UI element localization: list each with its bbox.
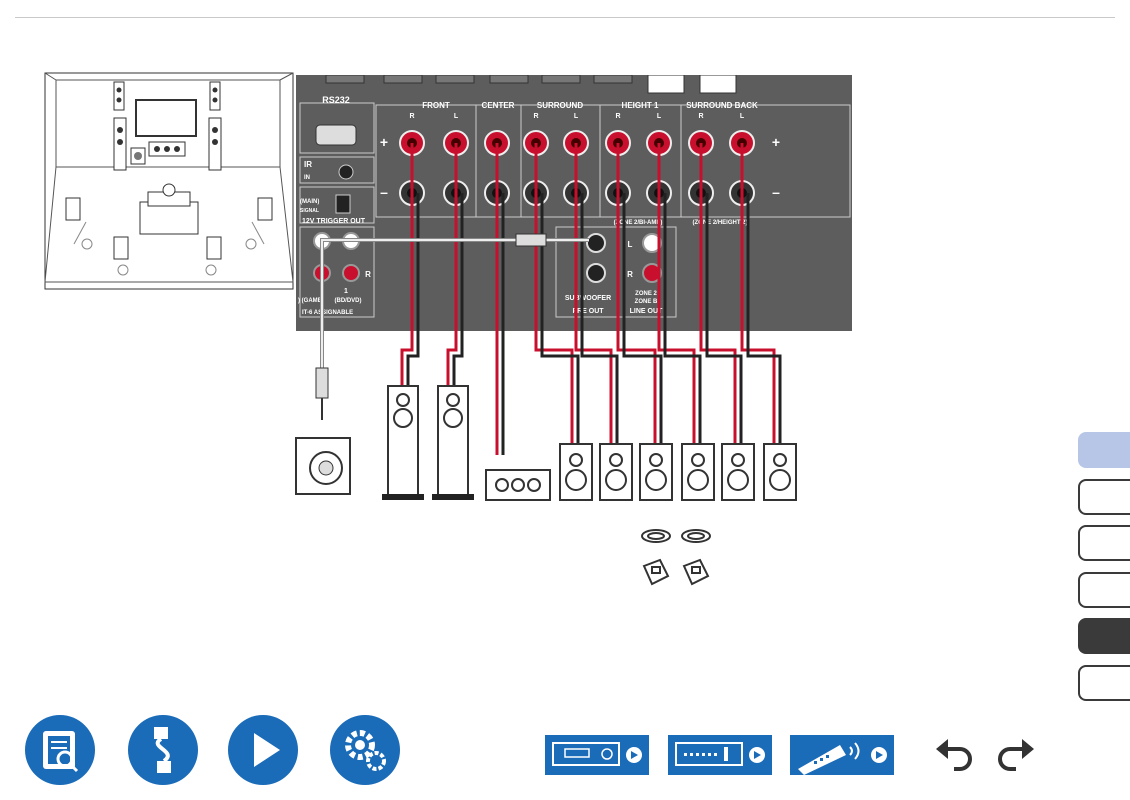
tab-6[interactable]: [1078, 665, 1130, 701]
ir-in-label: IN: [304, 175, 310, 181]
game-label: ) (GAME): [298, 298, 324, 304]
front-l-label: L: [454, 113, 459, 120]
ir-label: IR: [304, 160, 312, 169]
zone2-biamp-label: (ZONE 2/BI-AMP): [614, 220, 663, 226]
tab-5[interactable]: [1078, 618, 1130, 654]
jack-l-label: L: [628, 240, 633, 249]
surround-label: SURROUND: [537, 101, 583, 110]
pre-out-label: PRE OUT: [572, 308, 604, 315]
undo-arrow-icon: [936, 739, 972, 771]
manual-button[interactable]: [25, 715, 95, 785]
tab-1[interactable]: [1078, 432, 1130, 468]
zone2-height2-label: (ZONE 2/HEIGHT 2): [692, 220, 747, 226]
settings-button[interactable]: [330, 715, 400, 785]
sb-r-label: R: [698, 113, 703, 120]
redo-arrow-icon: [998, 739, 1034, 771]
line-out-label: LINE OUT: [630, 308, 663, 315]
surround-back-label: SURROUND BACK: [686, 101, 758, 110]
height1-r-label: R: [615, 113, 620, 120]
minus-left-label: –: [380, 184, 388, 200]
main-label: (MAIN): [300, 199, 319, 205]
zoneb-label: ZONE B: [635, 299, 658, 305]
room-layout-diagram: [44, 72, 294, 290]
center-label: CENTER: [482, 101, 515, 110]
plus-left-label: +: [380, 134, 388, 150]
connection-icon: [154, 727, 171, 773]
front-r-label: R: [409, 113, 414, 120]
front-panel-icon: [552, 742, 642, 766]
height1-label: HEIGHT 1: [622, 101, 659, 110]
rs232-label: RS232: [322, 95, 350, 105]
settings-icon: [345, 730, 386, 771]
tab-4[interactable]: [1078, 572, 1130, 608]
rear-panel-icon: [675, 742, 765, 766]
redo-button[interactable]: [994, 735, 1038, 775]
zone2-label: ZONE 2: [635, 291, 657, 297]
minus-right-label: –: [772, 184, 780, 200]
assignable-label: IT-6 ASSIGNABLE: [302, 310, 353, 316]
jack-r-label: R: [627, 270, 633, 279]
connection-button[interactable]: [128, 715, 198, 785]
undo-button[interactable]: [932, 735, 976, 775]
signal-label: SIGNAL: [300, 208, 319, 214]
tab-3[interactable]: [1078, 525, 1130, 561]
play-icon: [254, 733, 280, 767]
tab-2[interactable]: [1078, 479, 1130, 515]
plus-right-label: +: [772, 134, 780, 150]
sb-l-label: L: [740, 113, 745, 120]
receiver-back-panel: RS232 IR IN (MAIN) SIGNAL 12V TRIGGER OU…: [296, 75, 852, 331]
height1-l-label: L: [657, 113, 662, 120]
header-rule: [15, 17, 1115, 18]
surround-r-label: R: [533, 113, 538, 120]
input-r-label: R: [365, 270, 371, 279]
bd-num-label: 1: [344, 288, 348, 295]
subwoofer-label: SUBWOOFER: [565, 295, 611, 302]
remote-button[interactable]: [790, 735, 894, 775]
surround-l-label: L: [574, 113, 579, 120]
remote-icon: [798, 742, 887, 775]
front-panel-button[interactable]: [545, 735, 649, 775]
manual-icon: [43, 731, 79, 773]
bd-label: (BD/DVD): [335, 298, 362, 304]
trigger-label: 12V TRIGGER OUT: [302, 218, 366, 225]
rear-panel-button[interactable]: [668, 735, 772, 775]
front-label: FRONT: [422, 101, 450, 110]
speaker-wiring-diagram: [286, 120, 806, 600]
play-button[interactable]: [228, 715, 298, 785]
